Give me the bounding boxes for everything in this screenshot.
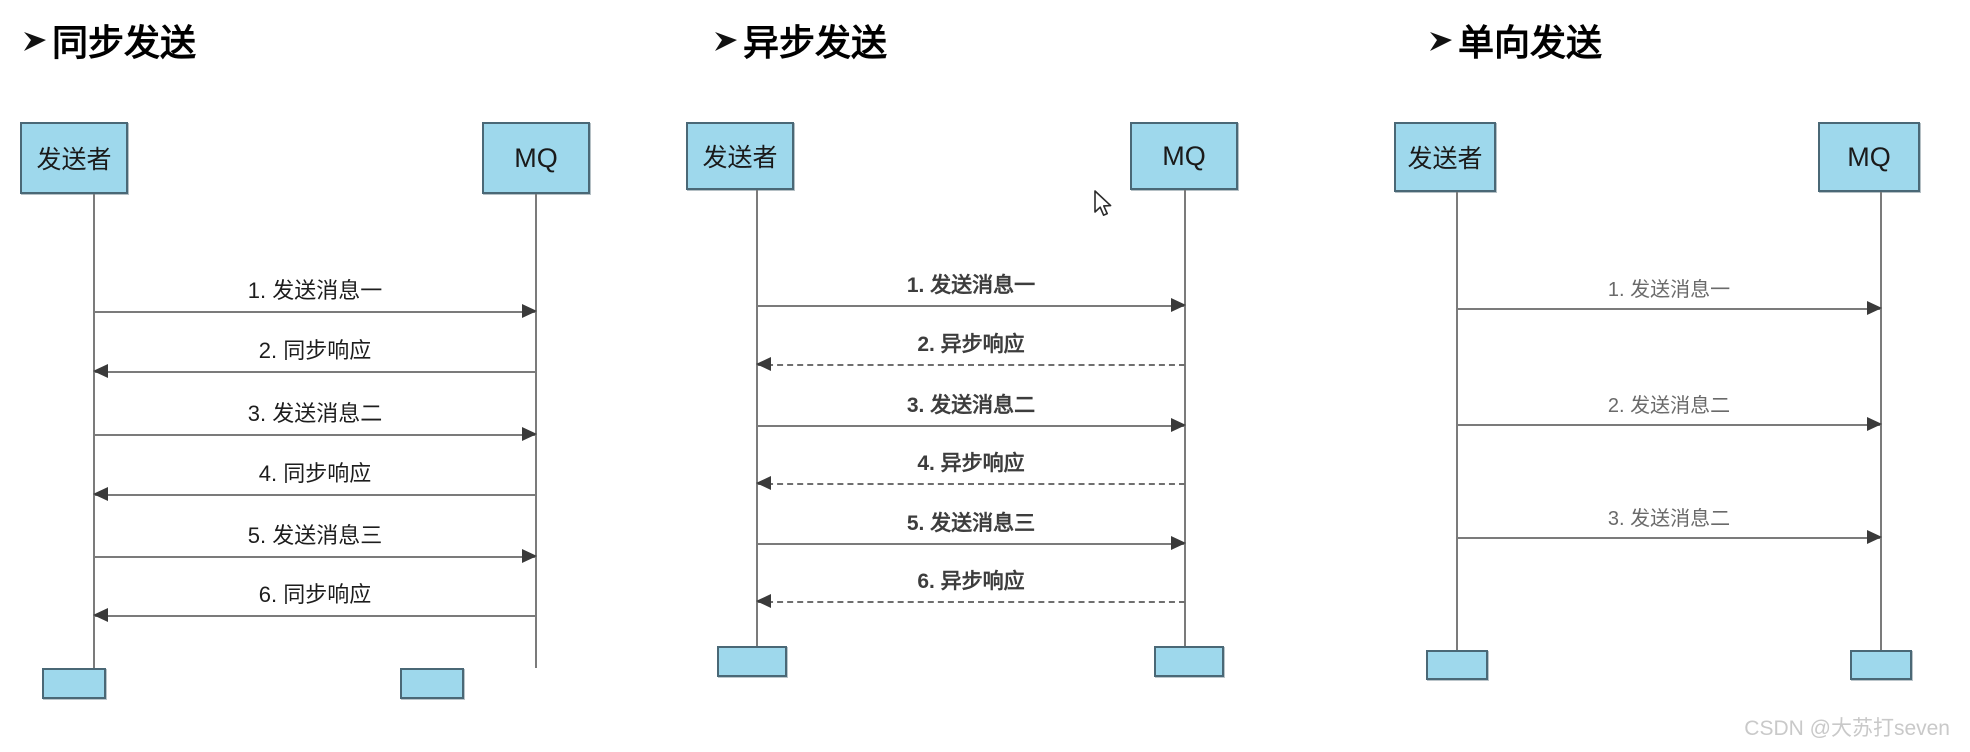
triangle-bullet-icon <box>1428 26 1454 56</box>
actor-label-mq: MQ <box>1162 140 1206 171</box>
arrowhead-right-icon <box>1171 536 1186 550</box>
lifeline-sender <box>93 194 95 668</box>
panel-async: 异步发送 发送者 MQ 1. 发送消息一 2. 异步响应 3. 发送消息二 <box>686 0 1300 752</box>
arrowhead-right-icon <box>522 427 537 441</box>
actor-label-mq: MQ <box>514 142 558 173</box>
message-line <box>1457 308 1881 310</box>
lifeline-foot-sender <box>717 646 787 677</box>
arrowhead-left-icon <box>93 364 108 378</box>
lifeline-foot-sender <box>42 668 106 699</box>
message-line <box>757 601 1185 603</box>
lifeline-foot-mq <box>1850 650 1912 680</box>
panel-title-text: 同步发送 <box>52 22 197 63</box>
triangle-bullet-icon <box>713 26 739 56</box>
actor-box-mq[interactable]: MQ <box>1818 122 1920 192</box>
arrowhead-right-icon <box>1867 417 1882 431</box>
message-line <box>757 543 1185 545</box>
arrowhead-right-icon <box>1171 418 1186 432</box>
message-line <box>757 483 1185 485</box>
message-line <box>1457 537 1881 539</box>
message-label: 5. 发送消息三 <box>906 512 1036 535</box>
arrowhead-right-icon <box>1867 530 1882 544</box>
message-label: 2. 同步响应 <box>258 338 372 363</box>
arrowhead-left-icon <box>93 487 108 501</box>
message-line <box>94 494 536 496</box>
panel-title-sync: 同步发送 <box>22 14 196 66</box>
arrowhead-right-icon <box>1867 301 1882 315</box>
message-label: 1. 发送消息一 <box>247 278 383 303</box>
message-line <box>757 305 1185 307</box>
message-label: 5. 发送消息三 <box>247 523 383 548</box>
message-label: 3. 发送消息二 <box>247 401 383 426</box>
message-label: 6. 同步响应 <box>258 582 372 607</box>
panel-title-text: 异步发送 <box>743 22 888 63</box>
actor-label-sender: 发送者 <box>702 144 778 172</box>
message-label: 4. 异步响应 <box>917 452 1025 475</box>
actor-label-mq: MQ <box>1847 141 1891 172</box>
message-line <box>1457 424 1881 426</box>
message-label: 2. 发送消息二 <box>1607 395 1731 417</box>
actor-label-sender: 发送者 <box>36 146 112 174</box>
message-label: 1. 发送消息一 <box>906 274 1036 297</box>
panel-title-text: 单向发送 <box>1458 22 1603 63</box>
lifeline-sender <box>756 190 758 646</box>
message-line <box>94 615 536 617</box>
arrowhead-right-icon <box>1171 298 1186 312</box>
panel-title-oneway: 单向发送 <box>1428 14 1602 66</box>
message-label: 2. 异步响应 <box>917 333 1025 356</box>
message-label: 4. 同步响应 <box>258 461 372 486</box>
message-label: 3. 发送消息二 <box>906 394 1036 417</box>
message-label: 1. 发送消息一 <box>1607 279 1731 301</box>
lifeline-foot-mq <box>400 668 464 699</box>
panel-sync: 同步发送 发送者 MQ 1. 发送消息一 2. 同步响应 3. 发送消息二 <box>0 0 660 752</box>
lifeline-foot-mq <box>1154 646 1224 677</box>
actor-label-sender: 发送者 <box>1407 145 1483 173</box>
message-line <box>94 434 536 436</box>
message-line <box>757 364 1185 366</box>
message-line <box>94 371 536 373</box>
watermark-text: CSDN @大苏打seven <box>1744 717 1950 740</box>
arrowhead-left-icon <box>93 608 108 622</box>
actor-box-mq[interactable]: MQ <box>482 122 590 194</box>
lifeline-sender <box>1456 192 1458 650</box>
panel-oneway: 单向发送 发送者 MQ 1. 发送消息一 2. 发送消息二 3. 发送消息二 <box>1360 0 1970 752</box>
message-line <box>94 311 536 313</box>
arrowhead-left-icon <box>756 594 771 608</box>
message-label: 3. 发送消息二 <box>1607 508 1731 530</box>
arrowhead-right-icon <box>522 304 537 318</box>
message-line <box>94 556 536 558</box>
actor-box-sender[interactable]: 发送者 <box>686 122 794 190</box>
actor-box-sender[interactable]: 发送者 <box>20 122 128 194</box>
panel-title-async: 异步发送 <box>713 14 887 66</box>
actor-box-mq[interactable]: MQ <box>1130 122 1238 190</box>
arrowhead-right-icon <box>522 549 537 563</box>
lifeline-foot-sender <box>1426 650 1488 680</box>
triangle-bullet-icon <box>22 26 48 56</box>
message-line <box>757 425 1185 427</box>
message-label: 6. 异步响应 <box>917 570 1025 593</box>
arrowhead-left-icon <box>756 357 771 371</box>
arrowhead-left-icon <box>756 476 771 490</box>
actor-box-sender[interactable]: 发送者 <box>1394 122 1496 192</box>
